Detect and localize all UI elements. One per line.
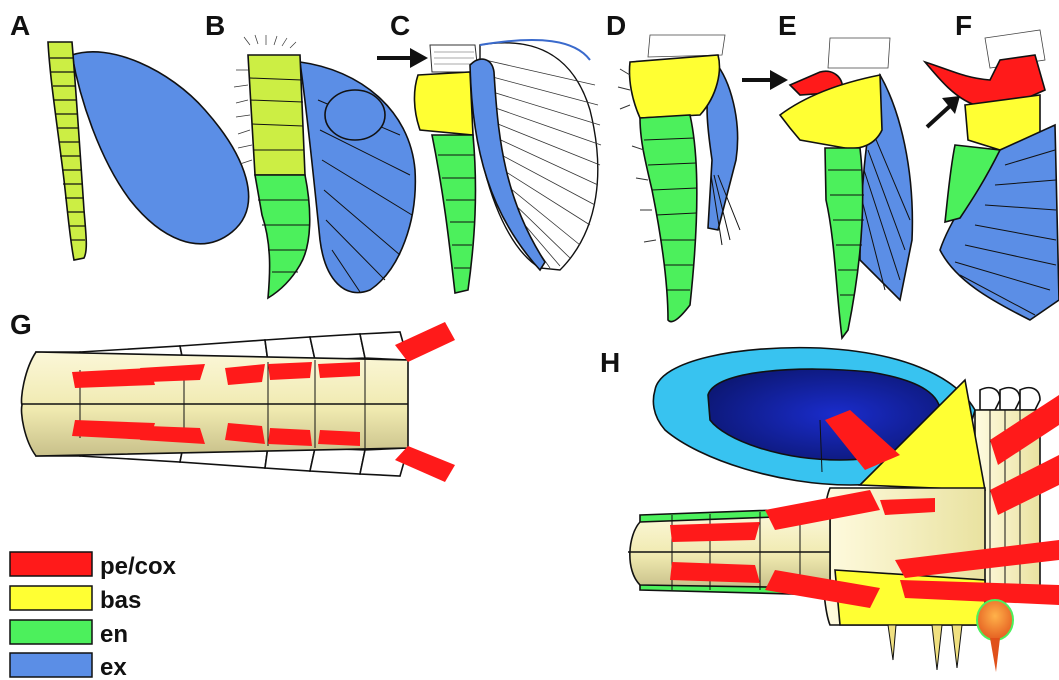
legend-item-en: en	[10, 620, 128, 648]
legend-item-pe-cox: pe/cox	[10, 552, 177, 580]
panel-label-d: D	[606, 10, 626, 41]
legend-item-ex: ex	[10, 653, 127, 680]
legend-swatch-red	[10, 552, 92, 576]
panel-b-limb	[234, 35, 415, 298]
panel-label-e: E	[778, 10, 797, 41]
legend: pe/cox bas en ex	[10, 552, 177, 680]
legend-label-pe-cox: pe/cox	[100, 553, 177, 580]
right-arrow-icon	[377, 48, 428, 68]
panel-d-limb	[618, 35, 740, 322]
panel-a-limb	[48, 42, 249, 260]
panel-label-c: C	[390, 10, 410, 41]
right-arrow-icon	[742, 70, 788, 90]
panel-label-g: G	[10, 309, 32, 340]
panel-h-schematic	[628, 348, 1059, 672]
legend-label-en: en	[100, 621, 128, 648]
panel-label-b: B	[205, 10, 225, 41]
legend-swatch-yellow	[10, 586, 92, 610]
legend-swatch-blue	[10, 653, 92, 677]
legend-label-ex: ex	[100, 654, 127, 680]
panel-f-limb	[925, 30, 1059, 320]
panel-label-f: F	[955, 10, 972, 41]
legend-label-bas: bas	[100, 587, 141, 614]
panel-label-h: H	[600, 347, 620, 378]
panel-g-schematic	[22, 322, 455, 482]
panel-e-limb	[742, 38, 912, 338]
panel-label-a: A	[10, 10, 30, 41]
legend-item-bas: bas	[10, 586, 141, 614]
legend-swatch-green	[10, 620, 92, 644]
up-right-arrow-icon	[927, 96, 960, 127]
